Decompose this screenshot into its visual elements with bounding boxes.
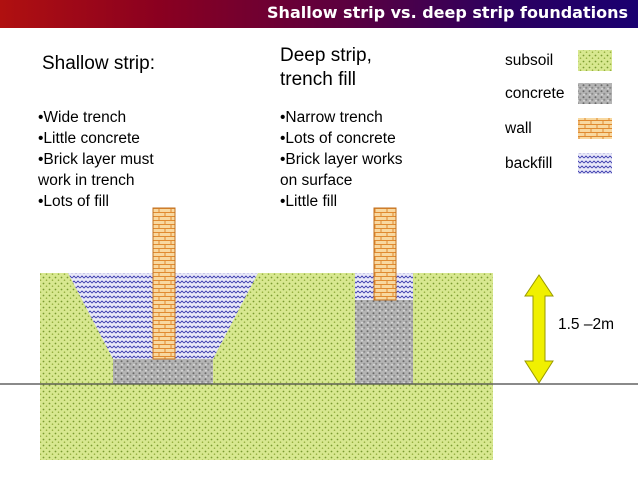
shallow-heading: Shallow strip:: [42, 53, 155, 74]
shallow-bullet: •Brick layer must: [38, 151, 154, 168]
deep-bullet: on surface: [280, 172, 353, 189]
dimension-label: 1.5 –2m: [558, 316, 615, 333]
legend-swatch-backfill: [578, 153, 612, 174]
title-bar: Shallow strip vs. deep strip foundations: [0, 0, 638, 28]
shallow-brick-wall: [152, 207, 176, 360]
legend-label-wall: wall: [505, 120, 532, 137]
deep-bullet: •Little fill: [280, 193, 338, 210]
shallow-bullet: work in trench: [38, 172, 135, 189]
legend-label-concrete: concrete: [505, 85, 565, 102]
legend-swatch-wall: [578, 118, 612, 139]
shallow-bullet: •Wide trench: [38, 109, 127, 126]
shallow-concrete-footing: [113, 359, 213, 384]
deep-brick-wall: [373, 207, 397, 301]
dimension-arrow: [524, 274, 554, 384]
deep-bullet: •Narrow trench: [280, 109, 383, 126]
deep-heading: Deep strip, trench fill: [280, 44, 372, 92]
legend-swatch-concrete: [578, 83, 612, 104]
shallow-bullet: •Lots of fill: [38, 193, 109, 210]
deep-heading-line1: Deep strip,: [280, 45, 372, 66]
shallow-bullet-list: •Wide trench •Little concrete •Brick lay…: [38, 107, 154, 212]
shallow-bullet: •Little concrete: [38, 130, 140, 147]
legend-swatch-subsoil: [578, 50, 612, 71]
deep-bullet-list: •Narrow trench •Lots of concrete •Brick …: [280, 107, 403, 212]
deep-bullet: •Brick layer works: [280, 151, 403, 168]
deep-concrete-fill: [355, 300, 413, 384]
legend-label-backfill: backfill: [505, 155, 553, 172]
deep-heading-line2: trench fill: [280, 69, 357, 90]
deep-bullet: •Lots of concrete: [280, 130, 396, 147]
slide-title: Shallow strip vs. deep strip foundations: [267, 3, 628, 22]
legend-label-subsoil: subsoil: [505, 52, 554, 69]
